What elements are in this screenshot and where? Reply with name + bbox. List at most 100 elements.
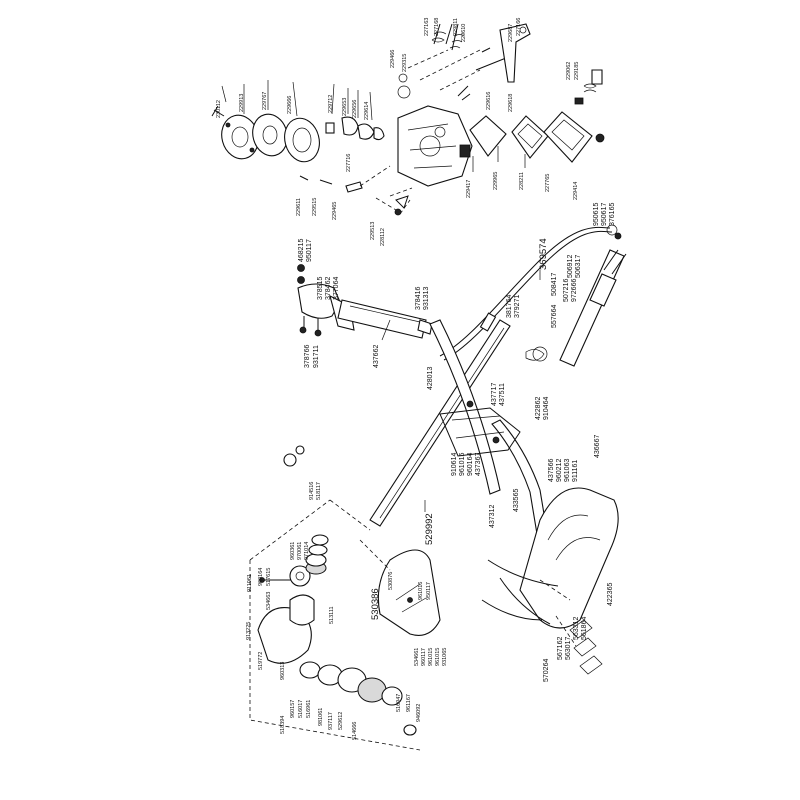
part-number: 506912: [567, 255, 574, 278]
part-number: 530876: [388, 572, 394, 590]
part-number: 376165: [609, 203, 616, 226]
part-number: 227168: [434, 18, 440, 36]
part-number: 960157: [290, 700, 296, 718]
part-number: 229618: [508, 94, 514, 112]
part-number: 529992: [424, 513, 435, 545]
part-number: 570264: [543, 659, 550, 682]
part-number: 960361: [290, 542, 296, 560]
throttle-assembly: 468215 950117 378515 378462 377064 37876…: [297, 239, 433, 368]
part-number: 378462: [325, 277, 332, 300]
part-number: 229515: [312, 198, 318, 216]
part-number: 229656: [352, 100, 358, 118]
part-number: 961015: [459, 453, 466, 476]
part-number: 369574: [538, 238, 549, 270]
part-number: 422862: [535, 397, 542, 420]
part-number: 229062: [566, 62, 572, 80]
part-number: 960117: [421, 648, 427, 666]
part-number: 433565: [513, 489, 520, 512]
part-number: 534661: [414, 648, 420, 666]
part-number: 227166: [516, 18, 522, 36]
part-number: 229417: [466, 180, 472, 198]
part-number: 381764: [506, 295, 513, 318]
part-number: 227765: [545, 174, 551, 192]
part-number: 229616: [486, 92, 492, 110]
diaphragm-cover-2: [543, 111, 593, 163]
part-number: 229965: [493, 172, 499, 190]
part-number: 229610: [461, 24, 467, 42]
part-number: 931065: [442, 648, 448, 666]
part-number: 937117: [328, 712, 334, 730]
part-number: 506317: [575, 255, 582, 278]
blade-guard: [377, 549, 441, 636]
drive-tube: [337, 299, 427, 339]
part-number: 229185: [574, 62, 580, 80]
carburetor-body: [397, 105, 473, 187]
part-number: 950117: [306, 239, 313, 262]
part-number: 378766: [304, 345, 311, 368]
part-number: 228211: [519, 172, 525, 190]
part-number: 468215: [298, 239, 305, 262]
part-number: 229465: [332, 202, 338, 220]
part-number: 428013: [427, 367, 434, 390]
part-number: 508417: [551, 273, 558, 296]
shaft-and-handle: 428013 437717 437511 422862 910464 91061…: [369, 312, 601, 553]
part-number: 230112: [216, 100, 222, 118]
part-number: 519772: [258, 652, 264, 670]
part-number: 950117: [426, 582, 432, 600]
part-number: 931711: [313, 345, 320, 368]
part-number: 437662: [373, 345, 380, 368]
part-number: 513111: [329, 606, 335, 624]
harness-assembly: 422365 570264 567162 563017 563312 56186…: [481, 487, 619, 682]
part-number: 961015: [435, 648, 441, 666]
part-number: 961016: [418, 582, 424, 600]
throttle-cable: 381764 379271 369574: [439, 224, 618, 361]
part-number: 229767: [262, 92, 268, 110]
part-number: 557664: [551, 305, 558, 328]
part-number: 910614: [451, 453, 458, 476]
handle-bar: [429, 319, 501, 495]
part-number: 971014: [304, 542, 310, 560]
part-number: 960212: [556, 459, 563, 482]
part-number: 227163: [424, 18, 430, 36]
part-number: 530386: [370, 588, 381, 620]
part-number: 516017: [298, 700, 304, 718]
part-number: 437367: [475, 453, 482, 476]
part-number: 229913: [239, 94, 245, 112]
part-number: 563017: [565, 637, 572, 660]
main-shaft: [369, 319, 511, 527]
part-number: 981061: [318, 708, 324, 726]
part-number: 437511: [499, 383, 506, 406]
part-number: 229666: [287, 96, 293, 114]
part-number: 436667: [594, 435, 601, 458]
part-number: 229653: [342, 98, 348, 116]
part-number: 960164: [258, 568, 264, 586]
part-number: 517615: [266, 568, 272, 586]
part-number: 563312: [573, 617, 580, 640]
part-number: 529612: [338, 712, 344, 730]
part-number: 437717: [491, 383, 498, 406]
part-number: 961063: [564, 459, 571, 482]
part-number: 516947: [396, 694, 402, 712]
part-number: 379271: [514, 295, 521, 318]
harness-pad: [519, 487, 619, 629]
part-number: 229611: [296, 198, 302, 216]
part-number: 229614: [364, 102, 370, 120]
part-number: 229687: [508, 24, 514, 42]
part-number: 910464: [543, 397, 550, 420]
part-number: 229466: [390, 50, 396, 68]
part-number: 228112: [380, 228, 386, 246]
part-number: 514666: [352, 722, 358, 740]
part-number: 970061: [297, 542, 303, 560]
part-number: 377064: [333, 277, 340, 300]
part-number: 567162: [557, 637, 564, 660]
part-number: 961167: [406, 694, 412, 712]
part-number: 913225: [246, 622, 252, 640]
part-number: 437566: [548, 459, 555, 482]
gasket-ring: [284, 117, 320, 163]
part-number: 911161: [572, 460, 579, 482]
part-number: 972666: [571, 279, 578, 302]
part-number: 950617: [601, 203, 608, 226]
part-number: 931313: [423, 287, 430, 310]
part-number: 961015: [428, 648, 434, 666]
